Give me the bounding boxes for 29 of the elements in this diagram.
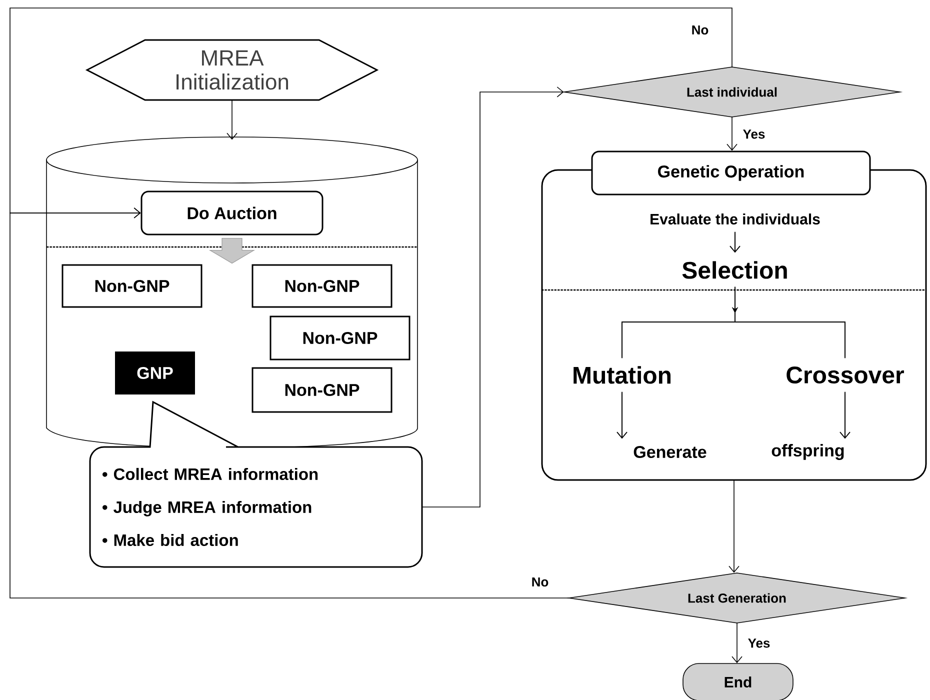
arrow — [726, 116, 738, 151]
arrow — [728, 480, 740, 573]
terminal-box: End — [682, 663, 794, 700]
arrow — [616, 392, 628, 439]
cylinder-drawing — [46, 136, 418, 448]
agent-box: Non-GNP — [252, 264, 392, 308]
process-box: Genetic Operation — [591, 150, 871, 196]
block-arrow — [208, 238, 256, 264]
edge-label: Yes — [748, 638, 770, 648]
edge-label: No — [692, 25, 708, 35]
process-box: Do Auction — [140, 190, 324, 236]
arrow — [732, 622, 742, 664]
agent-box: Non-GNP — [270, 316, 410, 360]
step-text: Generate — [634, 446, 706, 458]
arrow — [226, 100, 238, 140]
step-text: Crossover — [786, 366, 904, 384]
agent-box: GNP — [115, 352, 195, 394]
arrow — [730, 232, 740, 253]
step-text: Selection — [682, 261, 787, 279]
agent-box: Non-GNP — [252, 367, 392, 413]
edge-label: No — [532, 577, 548, 587]
step-text: Mutation — [574, 366, 670, 384]
arrow — [422, 86, 564, 508]
edge-label: Yes — [743, 130, 765, 139]
arrow — [840, 392, 850, 439]
agent-box: Non-GNP — [62, 264, 202, 308]
step-text: offspring — [772, 444, 844, 460]
arrow — [10, 208, 570, 598]
step-text: Evaluate the individuals — [650, 213, 820, 224]
